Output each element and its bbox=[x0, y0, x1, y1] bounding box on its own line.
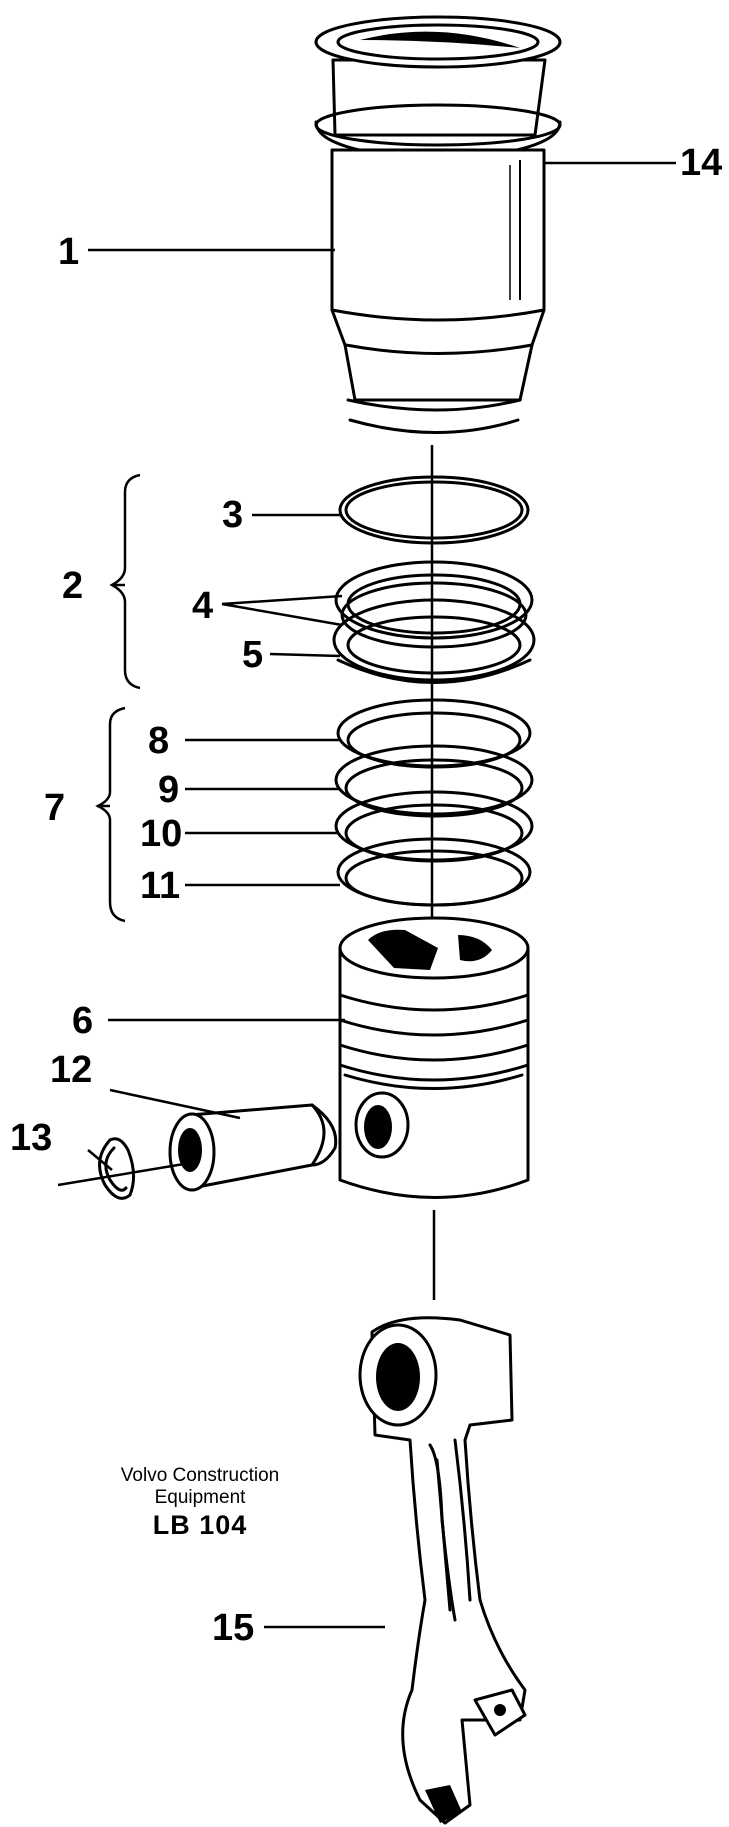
label-1: 1 bbox=[58, 231, 79, 273]
centre-axis bbox=[430, 445, 436, 1300]
piston-ring-set bbox=[334, 698, 534, 907]
label-10: 10 bbox=[140, 813, 182, 855]
label-6: 6 bbox=[72, 1000, 93, 1042]
brace-7 bbox=[95, 706, 126, 923]
label-3: 3 bbox=[222, 494, 243, 536]
cylinder-liner bbox=[314, 15, 562, 434]
label-4: 4 bbox=[192, 585, 213, 627]
piston-pin bbox=[168, 1103, 338, 1192]
label-13: 13 bbox=[10, 1117, 52, 1159]
connecting-rod bbox=[358, 1316, 527, 1825]
callout-numbers: 1 14 3 2 4 5 8 7 9 10 11 6 12 13 15 bbox=[10, 142, 722, 1649]
label-15: 15 bbox=[212, 1607, 254, 1649]
company-caption: Volvo Construction Equipment bbox=[120, 1465, 280, 1508]
piston bbox=[338, 916, 530, 1199]
diagram-code: LB 104 bbox=[152, 1510, 248, 1540]
o-ring-set-4-5 bbox=[332, 560, 536, 684]
leader-lines bbox=[57, 161, 676, 1629]
seal-ring-3 bbox=[338, 475, 530, 545]
label-8: 8 bbox=[148, 720, 169, 762]
label-9: 9 bbox=[158, 769, 179, 811]
label-5: 5 bbox=[242, 634, 263, 676]
circlip bbox=[98, 1137, 135, 1200]
label-11: 11 bbox=[140, 865, 180, 907]
label-7: 7 bbox=[44, 787, 65, 829]
brace-2 bbox=[109, 473, 141, 690]
label-14: 14 bbox=[680, 142, 722, 184]
label-12: 12 bbox=[50, 1049, 92, 1091]
label-2: 2 bbox=[62, 565, 83, 607]
